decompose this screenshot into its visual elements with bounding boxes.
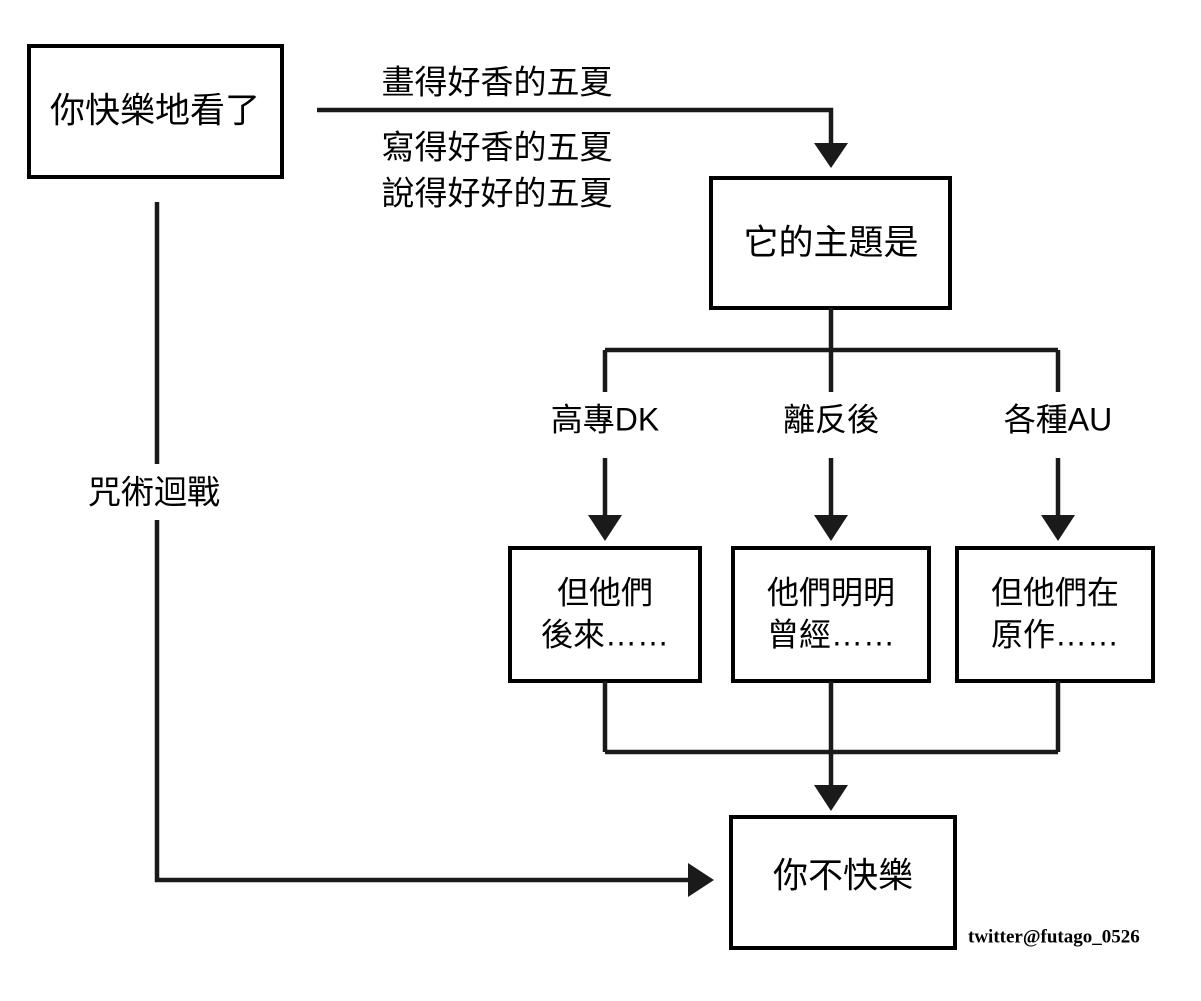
- edge-start-to-end: [154, 202, 714, 897]
- node-outcome-2-line2: 曾經……: [767, 616, 895, 652]
- branch-0-arrowhead: [588, 515, 622, 541]
- edge-branch-2-arrow: [1041, 458, 1075, 541]
- node-start[interactable]: 你快樂地看了: [27, 44, 284, 179]
- branch-label-1: 離反後: [783, 401, 879, 437]
- branch-label-2: 各種AU: [1004, 401, 1112, 437]
- edge-branch-0-arrow: [588, 458, 622, 541]
- node-start-label: 你快樂地看了: [50, 91, 260, 130]
- credit-label: twitter@futago_0526: [968, 926, 1140, 947]
- node-outcome-3-box: [955, 546, 1155, 683]
- edge-branch-1-arrow: [814, 458, 848, 541]
- node-end-box: [729, 815, 957, 950]
- node-outcome-3[interactable]: 但他們在 原作……: [955, 546, 1155, 683]
- node-end[interactable]: 你不快樂: [729, 815, 957, 950]
- branch-2-arrowhead: [1041, 515, 1075, 541]
- edge-merge-bus: [602, 681, 1061, 811]
- edge-label-left-branch: 咒術迴戰: [88, 474, 220, 511]
- node-outcome-1-line1: 但他們: [557, 574, 653, 610]
- node-theme[interactable]: 它的主題是: [709, 176, 952, 310]
- edge-label-top-above: 畫得好香的五夏: [382, 64, 613, 101]
- node-theme-label: 它的主題是: [743, 223, 918, 262]
- merge-arrowhead: [814, 785, 848, 811]
- edge-label-top-below-1: 寫得好香的五夏: [382, 129, 613, 166]
- node-outcome-2-box: [731, 546, 931, 683]
- branch-label-0: 高專DK: [551, 401, 659, 437]
- edge-start-to-theme: [317, 107, 848, 168]
- edge-theme-split-bus: [602, 308, 1061, 392]
- edge-left-arrowhead: [688, 863, 714, 897]
- branch-1-arrowhead: [814, 515, 848, 541]
- node-outcome-1[interactable]: 但他們 後來……: [508, 546, 702, 683]
- node-theme-box: [709, 176, 952, 310]
- edge-start-to-theme-arrowhead: [814, 143, 848, 168]
- edge-left-lower-segment: [154, 520, 695, 883]
- node-outcome-1-box: [508, 546, 702, 683]
- edge-start-to-theme-line: [317, 107, 834, 148]
- edge-label-top-below-2: 說得好好的五夏: [382, 175, 613, 212]
- node-outcome-3-line2: 原作……: [991, 616, 1119, 652]
- node-outcome-1-line2: 後來……: [541, 616, 669, 652]
- node-outcome-2-line1: 他們明明: [767, 574, 895, 610]
- node-outcome-2[interactable]: 他們明明 曾經……: [731, 546, 931, 683]
- node-end-label: 你不快樂: [773, 856, 913, 895]
- node-outcome-3-line1: 但他們在: [991, 574, 1119, 610]
- node-start-box: [27, 44, 284, 179]
